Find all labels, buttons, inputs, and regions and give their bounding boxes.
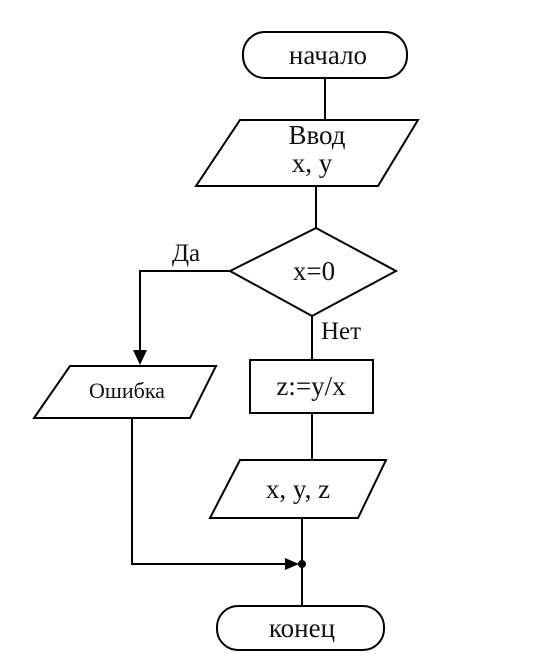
output-shape (208, 459, 388, 519)
input-block: Ввод x, y (194, 119, 420, 187)
arrowhead-to-error (133, 350, 147, 365)
start-label: начало (289, 40, 367, 70)
decision-yes-label: Да (172, 240, 200, 267)
end-label: конец (269, 613, 335, 643)
output-block: x, y, z (208, 459, 388, 519)
connectors (131, 78, 326, 606)
input-shape (194, 119, 420, 187)
start-shape (242, 31, 408, 79)
output-label: x, y, z (266, 474, 330, 504)
connector-error-to-merge (131, 418, 287, 565)
decision-condition: x=0 (293, 256, 335, 286)
decision-no-label: Нет (321, 318, 361, 345)
compute-shape (249, 359, 374, 414)
connector-decision-yes-to-error (139, 270, 230, 352)
arrowhead-merge (285, 558, 299, 570)
merge-junction-dot (298, 560, 306, 568)
compute-label: z:=y/x (276, 371, 346, 401)
start-terminator: начало (242, 31, 408, 79)
input-label-line2: x, y (292, 148, 333, 178)
decision-shape (227, 226, 399, 318)
end-shape (216, 605, 385, 651)
input-label-line1: Ввод (288, 120, 345, 150)
error-output-label: Ошибка (89, 378, 165, 403)
end-terminator: конец (216, 605, 385, 651)
error-output-shape (32, 365, 218, 419)
error-output-block: Ошибка (32, 365, 218, 419)
compute-block: z:=y/x (249, 359, 374, 414)
decision-block: x=0 Да Нет (172, 226, 399, 345)
